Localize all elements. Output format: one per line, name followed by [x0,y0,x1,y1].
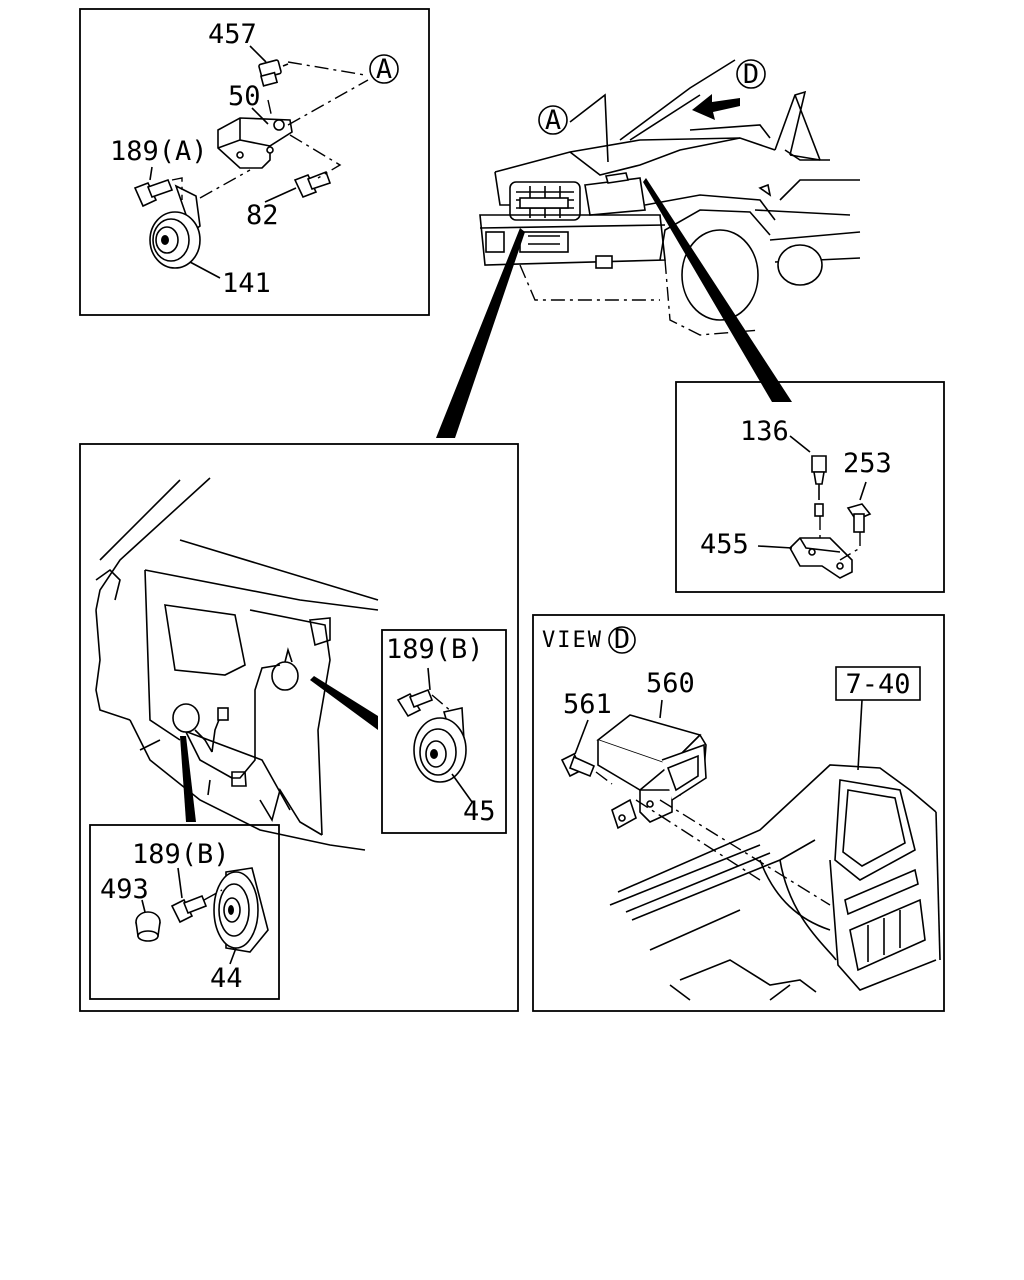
label-189b-left: 189(B) [132,839,230,870]
bolt-136-icon [811,455,827,517]
view-arrow-icon [692,94,740,120]
leader-457 [249,45,267,63]
bolt-189b-right-icon [396,688,434,718]
pointer-wedge-right [643,178,792,402]
panel-horn-44 [89,824,280,1000]
leader-82 [264,187,297,203]
horn-141-icon [149,184,201,269]
leader-189a [149,166,153,181]
callout-d-vehicle: D [743,59,759,90]
label-136: 136 [740,416,789,447]
leader-189b-left [177,867,183,899]
callout-a-top: A [376,54,392,85]
callout-a-vehicle-line [569,93,609,163]
bracket-455-icon [789,537,853,579]
leader-455 [757,545,793,549]
ref-box-740 [835,666,921,701]
label-253: 253 [843,448,892,479]
label-455: 455 [700,529,749,560]
label-189b-right: 189(B) [386,634,484,665]
panel-engine-bay [79,443,519,1012]
panel-horn-45 [381,629,507,834]
callout-a-vehicle-circle [538,105,568,135]
pointer-wedge-left [436,228,525,438]
leader-560 [659,699,663,719]
leader-45 [451,773,473,803]
bolt-82-icon [293,170,332,199]
bolt-189b-left-icon [170,894,208,924]
callout-a-vehicle: A [545,105,561,136]
leader-141 [189,261,221,279]
label-561: 561 [563,689,612,720]
leader-561 [574,719,589,755]
horn-44-icon [213,867,269,953]
bracket-50-icon [217,117,293,169]
view-d-circle [608,626,636,654]
leader-493 [141,899,146,913]
label-141: 141 [222,268,271,299]
module-560-icon [596,714,707,830]
label-82: 82 [246,200,279,231]
label-457: 457 [208,19,257,50]
leader-740 [857,699,863,771]
cap-493-icon [135,911,161,942]
bolt-457-icon [258,59,289,87]
ref-740: 7-40 [845,669,910,700]
dashboard-illustration [609,764,941,1001]
leader-189b-right [427,667,431,691]
label-560: 560 [646,668,695,699]
vehicle-front-illustration [479,59,861,336]
panel-horn-bracket [79,8,430,316]
leader-50 [251,107,269,125]
callout-a-top-circle [369,54,399,84]
leader-44 [229,947,237,965]
view-word: VIEW [542,628,603,653]
panel-bracket-455 [675,381,945,593]
label-493: 493 [100,874,149,905]
engine-bay-illustration [95,477,379,851]
pointer-wedge-horn-45 [310,676,378,730]
horn-45-icon [413,707,467,783]
label-50: 50 [228,81,261,112]
bolt-561-icon [560,752,596,778]
label-44: 44 [210,963,243,994]
bolt-253-icon [846,503,872,533]
callout-d-circle [736,59,766,89]
bolt-189a-icon [133,178,174,208]
label-45: 45 [463,796,496,827]
leader-136 [789,435,811,453]
pointer-wedge-horn-44 [180,736,196,822]
view-letter: D [614,624,630,655]
label-189a: 189(A) [110,136,208,167]
leader-253 [859,481,867,501]
panel-view-d [532,614,945,1012]
